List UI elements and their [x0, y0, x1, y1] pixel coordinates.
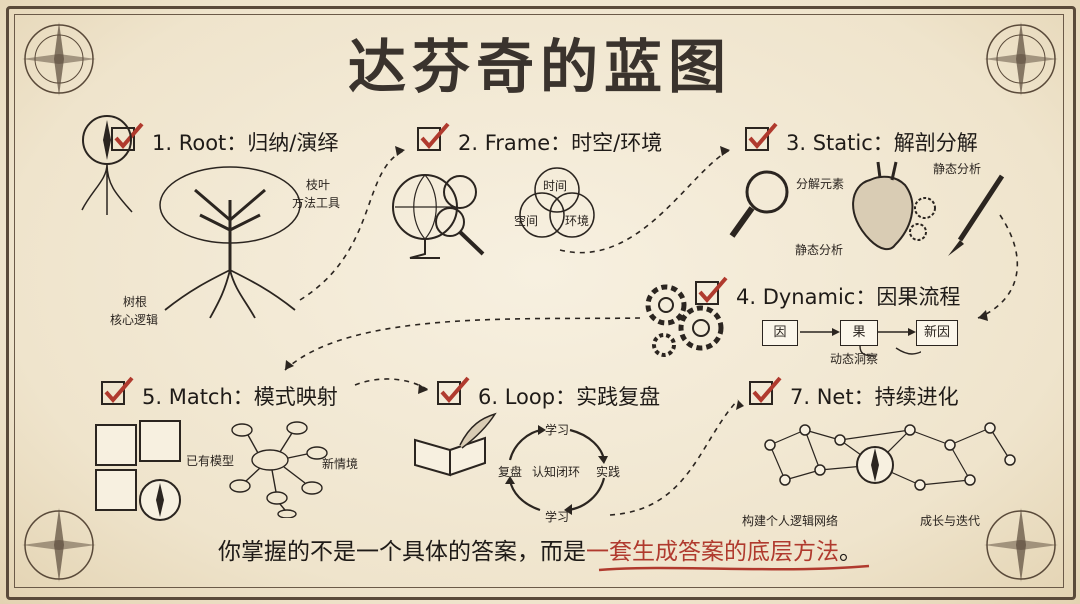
checkbox-checked-icon: [437, 376, 470, 405]
anatomical-heart-icon: [852, 161, 936, 251]
section-4-title: 4. Dynamic：因果流程: [736, 285, 961, 309]
label-learn-bottom: 学习: [545, 510, 570, 524]
globe-magnifier-icon: [392, 174, 485, 259]
new-cause-box: 新因: [916, 320, 958, 346]
corner-compass-icon: [984, 22, 1058, 96]
caption-text-before: 你掌握的不是一个具体的答案，而是: [218, 539, 586, 565]
label-static-analysis-bottom: 静态分析: [795, 243, 844, 257]
corner-compass-icon: [22, 22, 96, 96]
label-existing-model: 已有模型: [186, 454, 235, 468]
corner-compass-icon: [22, 508, 96, 582]
label-learn-top: 学习: [545, 423, 570, 437]
outer-border: [6, 6, 1076, 600]
puzzle-compass-icon: [95, 420, 181, 521]
page-title: 达芬奇的蓝图: [347, 33, 732, 101]
highlight-underline: [598, 564, 870, 572]
section-2-title: 2. Frame：时空/环境: [458, 131, 663, 155]
venn-diagram: [519, 167, 595, 238]
label-leaves: 枝叶: [306, 178, 331, 192]
label-space: 空间: [514, 214, 539, 228]
section-3-title: 3. Static：解剖分解: [786, 131, 978, 155]
section-5-title: 5. Match：模式映射: [142, 385, 338, 409]
section-7-title: 7. Net：持续进化: [790, 385, 959, 409]
gears-icon: [645, 284, 724, 357]
label-growth-iteration: 成长与迭代: [920, 514, 981, 528]
effect-box: 果: [840, 320, 878, 346]
compass-root-icon: [81, 115, 133, 215]
label-review: 复盘: [498, 465, 523, 479]
cognitive-loop: [505, 425, 608, 515]
section-6-title: 6. Loop：实践复盘: [478, 385, 661, 409]
label-practice: 实践: [596, 465, 621, 479]
label-time: 时间: [543, 179, 568, 193]
tree-icon: [159, 166, 301, 319]
label-environment: 环境: [565, 214, 590, 228]
logic-network: [764, 422, 1016, 491]
corner-compass-icon: [984, 508, 1058, 582]
scalpel-icon: [948, 174, 1005, 256]
caption-highlight: 一套生成答案的底层方法: [586, 539, 839, 565]
cause-box: 因: [762, 320, 798, 346]
section-1-title: 1. Root：归纳/演绎: [152, 131, 339, 155]
checkbox-checked-icon: [101, 376, 134, 405]
caption-text-after: 。: [839, 539, 862, 565]
model-network: [229, 421, 328, 518]
bottom-caption: 你掌握的不是一个具体的答案，而是一套生成答案的底层方法。: [0, 532, 1080, 566]
checkbox-checked-icon: [695, 276, 728, 305]
label-personal-network: 构建个人逻辑网络: [742, 514, 839, 528]
checkbox-checked-icon: [417, 122, 450, 151]
label-cognitive-loop: 认知闭环: [532, 465, 581, 479]
checkbox-checked-icon: [745, 122, 778, 151]
magnifier-icon: [729, 170, 789, 238]
label-core-logic: 核心逻辑: [110, 313, 159, 327]
inner-border: [14, 14, 1064, 588]
label-decompose: 分解元素: [796, 177, 845, 191]
label-static-analysis-top: 静态分析: [933, 162, 982, 176]
book-quill-icon: [414, 412, 497, 477]
label-roots: 树根: [123, 295, 148, 309]
checkbox-checked-icon: [749, 376, 782, 405]
checkbox-checked-icon: [111, 122, 144, 151]
label-new-context: 新情境: [322, 457, 359, 471]
label-methods: 方法工具: [292, 196, 341, 210]
label-dynamic-insight: 动态洞察: [830, 352, 879, 366]
causal-arrows: [800, 328, 921, 357]
